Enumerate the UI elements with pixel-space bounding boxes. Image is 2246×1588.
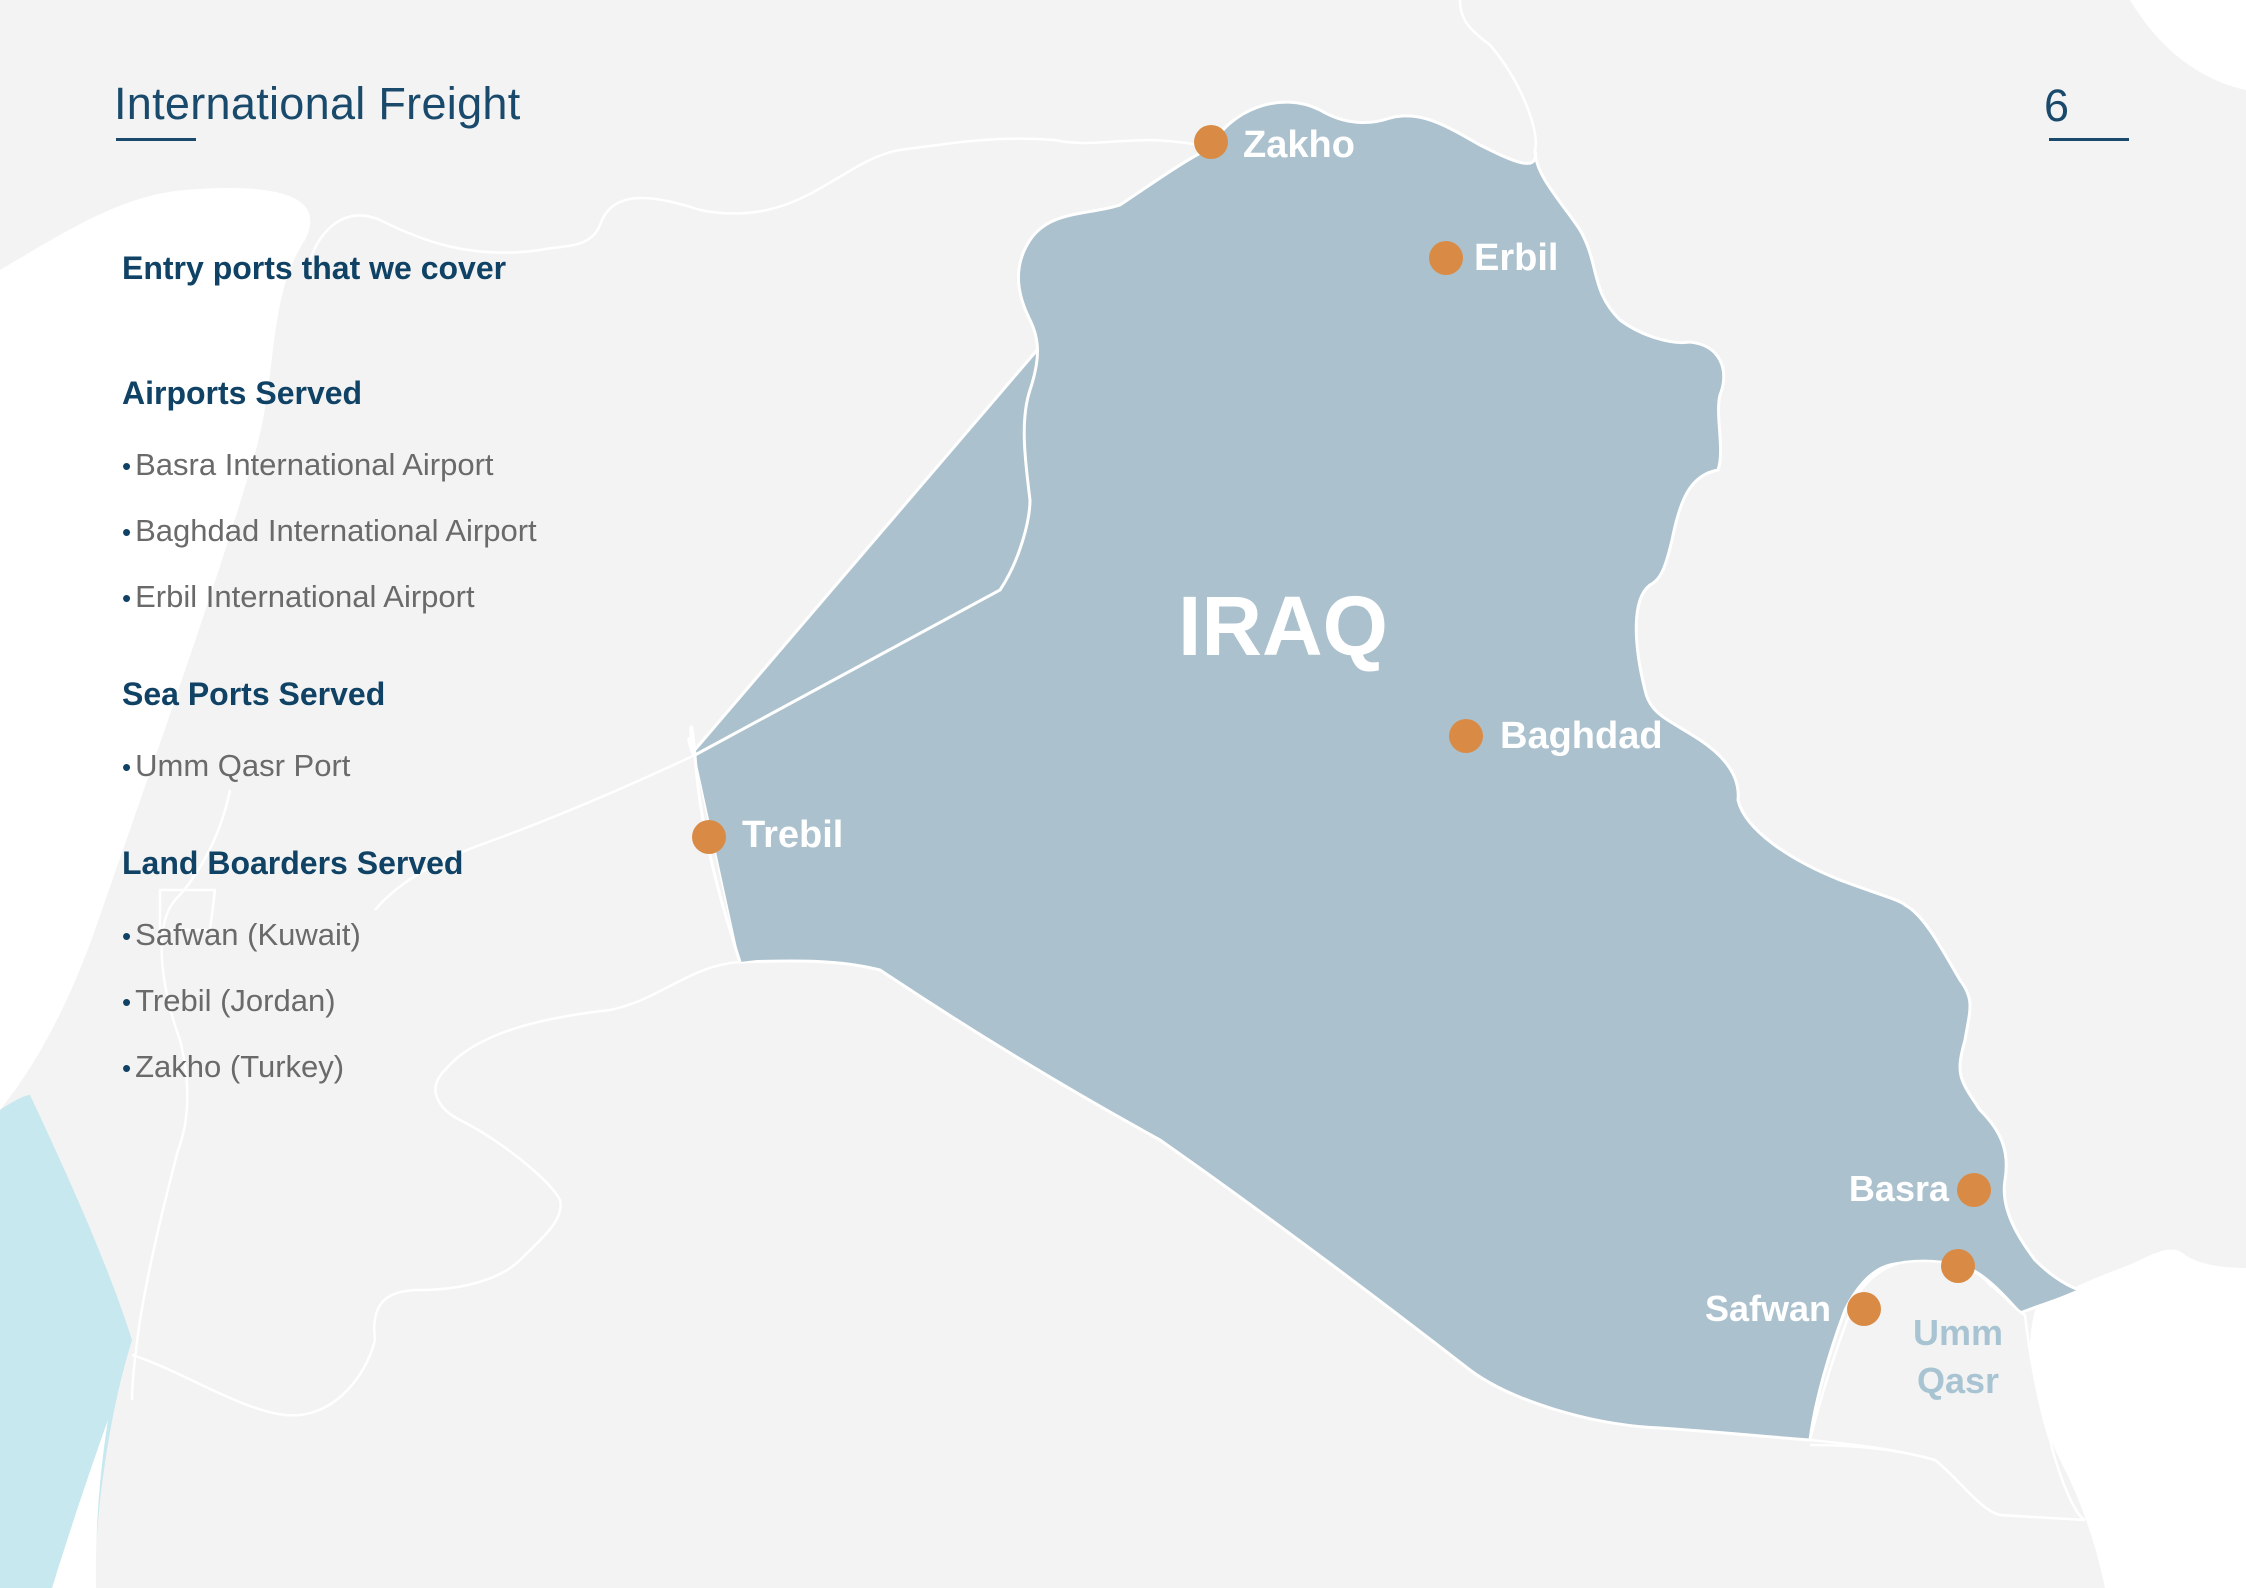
page-number-underline — [2049, 138, 2129, 141]
seaports-heading: Sea Ports Served — [122, 676, 386, 712]
bullet-dot: • — [122, 451, 132, 481]
mediterranean-sea — [0, 188, 311, 1111]
city-label-zakho: Zakho — [1243, 124, 1355, 166]
page-number: 6 — [2044, 80, 2070, 131]
marker-erbil[interactable] — [1429, 241, 1463, 275]
marker-trebil[interactable] — [692, 820, 726, 854]
iraq-west-border — [694, 146, 1211, 757]
port-label-line2: Qasr — [1917, 1360, 1999, 1401]
land-heading: Land Boarders Served — [122, 845, 464, 881]
persian-gulf — [2029, 1249, 2246, 1588]
bullet-dot: • — [122, 987, 132, 1017]
marker-baghdad[interactable] — [1449, 719, 1483, 753]
marker-safwan[interactable] — [1847, 1292, 1881, 1326]
iraq-sw-border — [693, 754, 742, 963]
marker-basra[interactable] — [1957, 1173, 1991, 1207]
country-label: IRAQ — [1178, 579, 1388, 673]
marker-umm-qasr[interactable] — [1941, 1249, 1975, 1283]
marker-zakho[interactable] — [1194, 125, 1228, 159]
city-label-baghdad: Baghdad — [1500, 715, 1663, 757]
list-item-airport-basra: •Basra International Airport — [122, 447, 494, 482]
airports-heading: Airports Served — [122, 375, 363, 411]
list-item-land-trebil: •Trebil (Jordan) — [122, 983, 336, 1018]
caspian-sea — [2130, 0, 2246, 90]
list-item-seaport-umm-qasr: •Umm Qasr Port — [122, 748, 351, 783]
city-label-erbil: Erbil — [1474, 237, 1558, 279]
list-item-airport-erbil: •Erbil International Airport — [122, 579, 475, 614]
city-label-trebil: Trebil — [742, 814, 843, 856]
title-underline — [116, 138, 196, 141]
bullet-dot: • — [122, 752, 132, 782]
city-label-safwan: Safwan — [1705, 1288, 1831, 1329]
city-label-basra: Basra — [1849, 1168, 1950, 1209]
bullet-dot: • — [122, 517, 132, 547]
list-item-land-safwan: •Safwan (Kuwait) — [122, 917, 361, 952]
neighbour-borders — [130, 0, 2086, 1522]
bullet-dot: • — [122, 921, 132, 951]
list-item-land-zakho: •Zakho (Turkey) — [122, 1049, 345, 1084]
iraq-western-part — [695, 148, 1260, 962]
port-label-line1: Umm — [1913, 1312, 2003, 1353]
bullet-dot: • — [122, 583, 132, 613]
red-sea-white — [52, 1420, 108, 1588]
bullet-dot: • — [122, 1053, 132, 1083]
page-title: International Freight — [114, 78, 521, 129]
list-item-airport-baghdad: •Baghdad International Airport — [122, 513, 537, 548]
city-markers — [692, 125, 1991, 1326]
intro-heading: Entry ports that we cover — [122, 250, 507, 286]
